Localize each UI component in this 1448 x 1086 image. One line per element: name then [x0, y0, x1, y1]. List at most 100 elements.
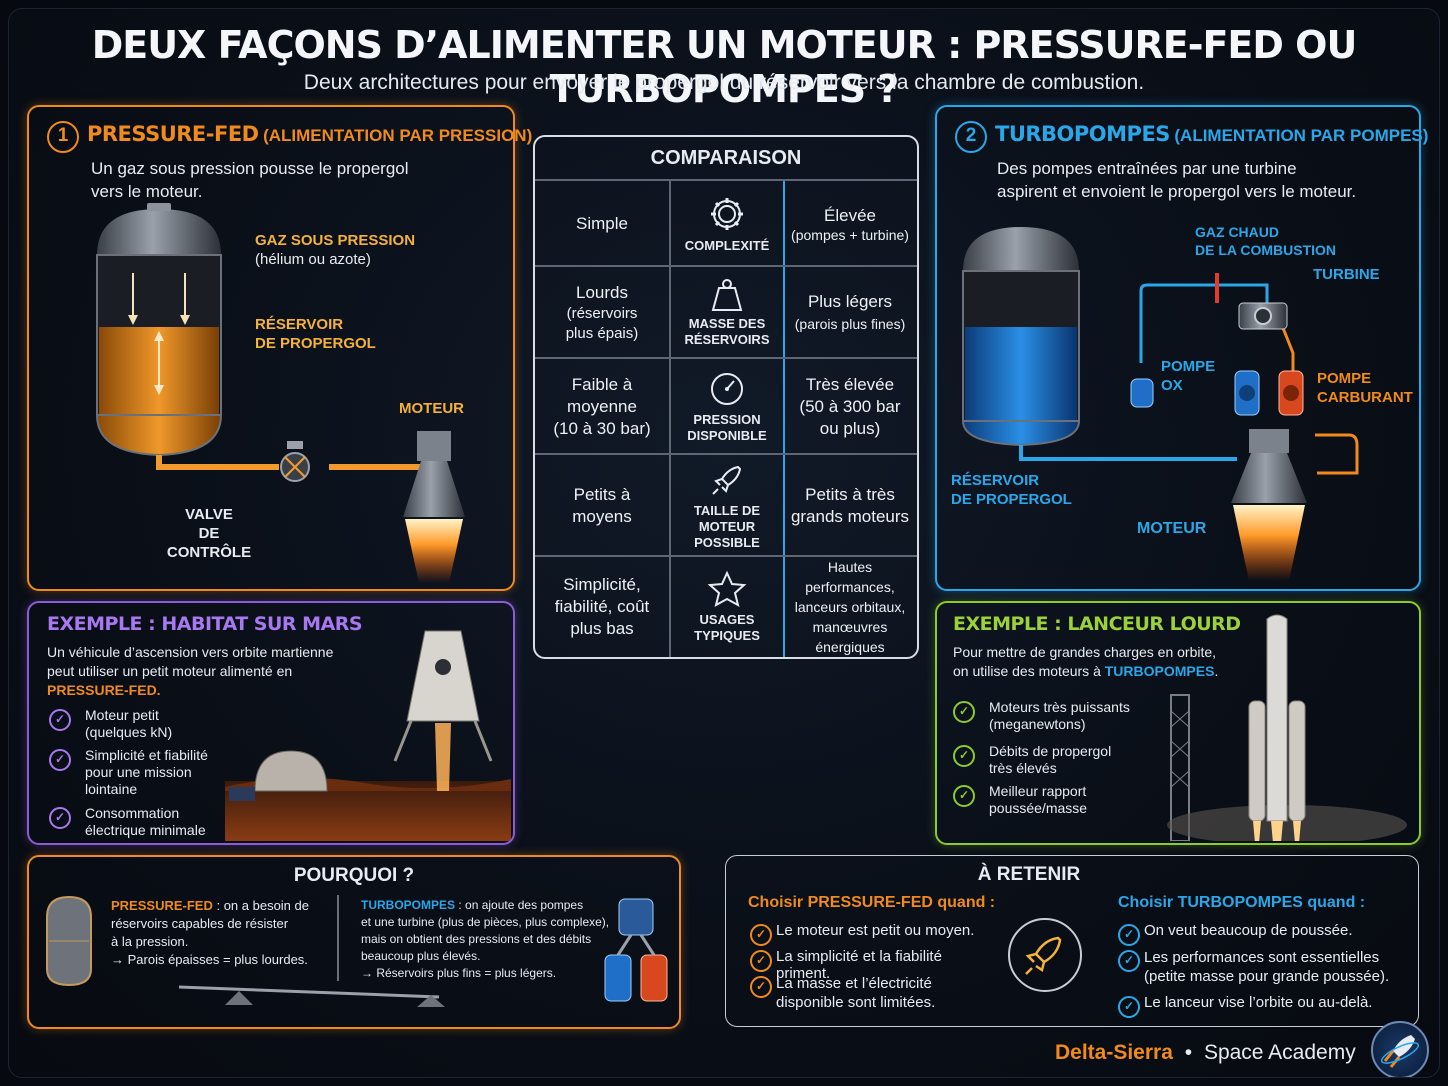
- engine-nozzle-icon: [1231, 429, 1307, 581]
- heavy-launcher-illustration: [1167, 614, 1407, 841]
- check-icon: ✓: [49, 749, 71, 771]
- check-icon: ✓: [1118, 924, 1140, 946]
- remember-panel: À RETENIR Choisir PRESSURE-FED quand : ✓…: [725, 855, 1419, 1027]
- pressure-fed-title: PRESSURE-FED: [87, 122, 259, 147]
- launcher-example-item: ✓ Moteurs très puissants(meganewtons): [953, 699, 1173, 739]
- remember-pressure-fed-item: ✓ Le moteur est petit ou moyen.: [750, 922, 1000, 946]
- rocket-icon: [1248, 614, 1306, 841]
- check-icon: ✓: [750, 976, 772, 998]
- mars-example-item: ✓ Moteur petit(quelques kN): [49, 707, 249, 747]
- footer-brand: Delta-Sierra • Space Academy: [1055, 1041, 1356, 1064]
- habitat-dome-icon: [229, 750, 328, 801]
- rocket-icon: [1025, 936, 1062, 975]
- remember-turbopumps-item: ✓ Les performances sont essentielles(pet…: [1118, 948, 1408, 990]
- star-icon: [707, 570, 747, 607]
- gauge-icon: [711, 373, 743, 405]
- label-engine: MOTEUR: [399, 400, 464, 417]
- academy-name: Space Academy: [1203, 1041, 1356, 1064]
- comparison-heading: COMPARAISON: [650, 147, 802, 169]
- why-heading: POURQUOI ?: [293, 865, 415, 886]
- brand-name: Delta-Sierra: [1055, 1041, 1173, 1064]
- launcher-example-description: Pour mettre de grandes charges en orbite…: [953, 644, 1219, 679]
- remember-turbopumps-item: ✓ On veut beaucoup de poussée.: [1118, 922, 1408, 946]
- rocket-badge: [1008, 918, 1082, 992]
- why-pressure-fed-text: PRESSURE-FED : on a besoin de réservoirs…: [111, 898, 309, 967]
- remember-turbopumps-heading: Choisir TURBOPOMPES quand :: [1118, 894, 1366, 911]
- pressure-fed-title-sub: (ALIMENTATION PAR PRESSION): [263, 126, 533, 146]
- turbopumps-title-sub: (ALIMENTATION PAR POMPES): [1174, 126, 1429, 146]
- lander-icon: [393, 630, 493, 791]
- rocket-logo-icon: [1380, 1035, 1420, 1068]
- check-icon: ✓: [750, 950, 772, 972]
- launch-tower-icon: [1170, 694, 1190, 841]
- why-panel: POURQUOI ? PRESSURE-FED : on a besoin de…: [27, 855, 681, 1029]
- academy-logo: [1371, 1021, 1429, 1077]
- comparison-row-tank-mass: Lourds (réservoirs plus épais) MASSE DES…: [535, 265, 917, 359]
- label-control-valve: VALVE DE CONTRÔLE: [166, 506, 252, 561]
- turbopump-value: Hautes performances,lanceurs orbitaux,ma…: [794, 559, 906, 655]
- label-pressurized-gas-note: (hélium ou azote): [255, 251, 371, 268]
- page-title: DEUX FAÇONS D’ALIMENTER UN MOTEUR : PRES…: [91, 23, 1358, 111]
- check-icon: ✓: [953, 785, 975, 807]
- remember-pressure-fed-item: ✓ La simplicité et la fiabilité priment.: [750, 948, 1000, 982]
- mars-example-description: Un véhicule d’ascension vers orbite mart…: [47, 644, 334, 698]
- label-turbine: TURBINE: [1313, 266, 1380, 283]
- balance-scale-icon: [178, 985, 445, 1007]
- launcher-example-panel: EXEMPLE : LANCEUR LOURD Pour mettre de g…: [935, 601, 1421, 845]
- turbopumps-heading: 2 TURBOPOMPES (ALIMENTATION PAR POMPES): [955, 121, 1428, 153]
- rocket-icon: [712, 465, 742, 495]
- weight-icon: [711, 279, 743, 311]
- mars-example-panel: EXEMPLE : HABITAT SUR MARS Un véhicule d…: [27, 601, 515, 845]
- pressure-fed-diagram: [95, 203, 465, 583]
- remember-turbopumps-item: ✓ Le lanceur vise l’orbite ou au-delà.: [1118, 994, 1408, 1018]
- comparison-row-complexity: Simple COMPLEXITÉ Élevée (pompes + turbi…: [535, 179, 917, 267]
- label-pressurized-gas: GAZ SOUS PRESSION: [255, 232, 416, 249]
- pressure-fed-description: Un gaz sous pression pousse le propergol…: [91, 159, 409, 201]
- turbine-icon: [1238, 302, 1288, 330]
- check-icon: ✓: [49, 709, 71, 731]
- fuel-pump-icon: [1278, 370, 1304, 416]
- turbopump-value: Plus légers (parois plus fines): [794, 292, 906, 332]
- turbopump-assembly-icon: [604, 898, 668, 1002]
- label-propellant-tank: RÉSERVOIR DE PROPERGOL: [255, 316, 376, 352]
- launcher-example-heading: EXEMPLE : LANCEUR LOURD: [953, 613, 1241, 635]
- check-icon: ✓: [750, 924, 772, 946]
- check-icon: ✓: [953, 701, 975, 723]
- mars-lander-illustration: [225, 630, 511, 841]
- label-engine: MOTEUR: [1137, 520, 1207, 537]
- ox-pump-valve-icon: [1130, 378, 1154, 408]
- thick-tank-icon: [46, 895, 92, 987]
- divider: [337, 895, 339, 981]
- infographic-frame: DEUX FAÇONS D’ALIMENTER UN MOTEUR : PRES…: [8, 8, 1440, 1078]
- turbopumps-title: TURBOPOMPES: [995, 122, 1170, 147]
- page-subtitle: Deux architectures pour envoyer le prope…: [303, 71, 1145, 94]
- mars-example-heading: EXEMPLE : HABITAT SUR MARS: [47, 613, 363, 635]
- check-icon: ✓: [49, 807, 71, 829]
- step-number-2: 2: [955, 121, 987, 153]
- comparison-table: COMPARAISON Simple COMPLEXITÉ Élevée (po…: [533, 135, 919, 659]
- propellant-tank-icon: [961, 227, 1081, 447]
- check-icon: ✓: [1118, 996, 1140, 1018]
- check-icon: ✓: [1118, 950, 1140, 972]
- control-valve-icon: [280, 441, 310, 482]
